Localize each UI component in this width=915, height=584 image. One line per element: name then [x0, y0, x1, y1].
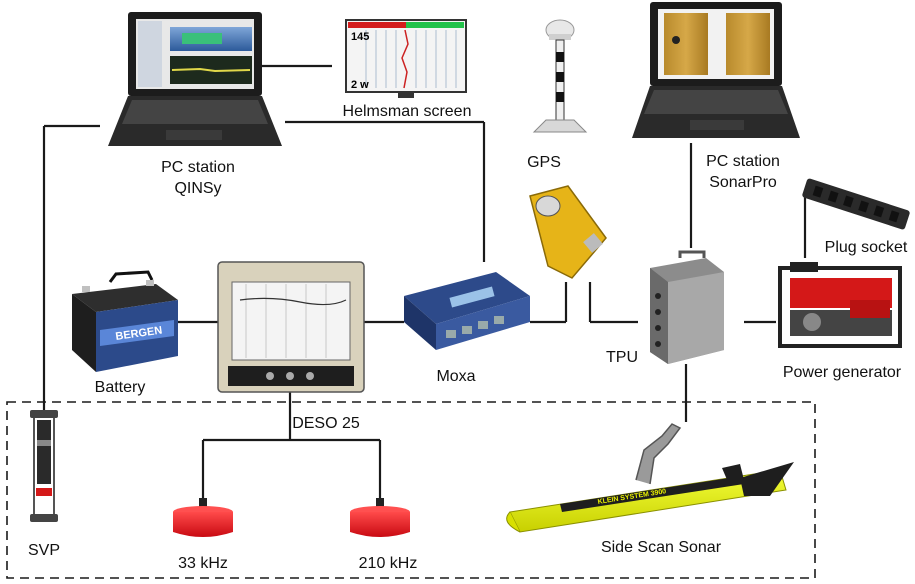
gps-antenna	[532, 19, 588, 133]
label-gps: GPS	[527, 154, 561, 171]
transducer-210khz	[350, 498, 410, 537]
laptop-sonarpro	[632, 2, 800, 138]
moxa-device	[404, 272, 530, 350]
deso-echosounder	[217, 261, 365, 393]
transducer-33khz	[173, 498, 233, 537]
helmsman-top-value: 145	[351, 31, 369, 43]
laptop-qinsy	[108, 12, 282, 146]
label-210khz: 210 kHz	[359, 555, 418, 572]
side-scan-sonar	[506, 423, 794, 533]
label-helmsman: Helmsman screen	[343, 103, 472, 120]
label-pc-sonarpro-1: PC station	[706, 153, 780, 170]
label-plug-socket: Plug socket	[825, 239, 908, 256]
label-pc-qinsy-1: PC station	[161, 159, 235, 176]
label-svp: SVP	[28, 542, 60, 559]
plug-socket	[802, 178, 910, 230]
label-deso: DESO 25	[292, 415, 360, 432]
helmsman-screen	[345, 19, 467, 98]
label-side-scan-sonar: Side Scan Sonar	[601, 539, 722, 556]
underwater-dashed-box	[6, 401, 816, 579]
power-generator	[778, 262, 902, 348]
tpu-case	[650, 250, 724, 364]
svp-probe	[30, 410, 58, 522]
label-pc-sonarpro-2: SonarPro	[709, 174, 777, 191]
label-pc-qinsy-2: QINSy	[174, 180, 221, 197]
gps-receiver	[529, 185, 607, 279]
label-power-generator: Power generator	[783, 364, 902, 381]
label-battery: Battery	[95, 379, 146, 396]
label-moxa: Moxa	[436, 368, 475, 385]
connection-lines	[42, 64, 807, 500]
battery	[72, 270, 178, 372]
label-tpu: TPU	[606, 349, 638, 366]
label-33khz: 33 kHz	[178, 555, 228, 572]
helmsman-bottom-value: 2 w	[351, 79, 369, 91]
